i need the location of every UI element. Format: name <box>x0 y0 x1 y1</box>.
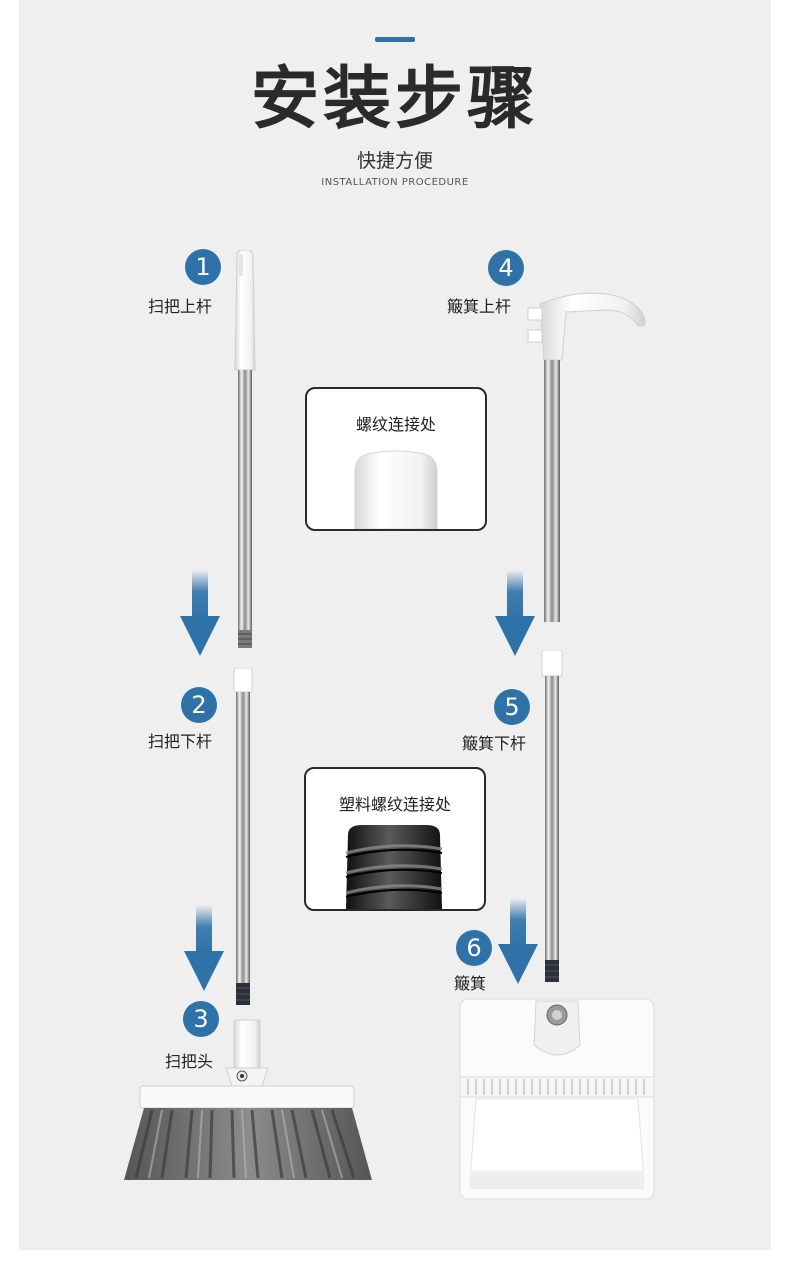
page-title: 安装步骤 <box>250 60 539 139</box>
down-arrow-6-icon <box>498 898 538 984</box>
step-1-label: 扫把上杆 <box>148 297 213 316</box>
broom-upper-pole-image <box>234 250 256 648</box>
down-arrow-4-icon <box>495 570 535 656</box>
step-6-badge: 6 <box>456 930 492 966</box>
step-3-badge: 3 <box>183 1001 219 1037</box>
dustpan-lower-pole-image <box>541 650 563 982</box>
step-2-label: 扫把下杆 <box>148 732 213 751</box>
step-5-badge: 5 <box>494 689 530 725</box>
down-arrow-2-icon <box>184 905 224 991</box>
step-5-label: 簸箕下杆 <box>462 734 527 753</box>
step-2-badge: 2 <box>181 687 217 723</box>
screw-joint-detail-box: 螺纹连接处 <box>305 387 487 531</box>
plastic-screw-joint-label: 塑料螺纹连接处 <box>338 795 451 814</box>
header-accent-bar <box>375 37 415 42</box>
broom-lower-pole-image <box>233 668 253 1005</box>
broom-head-image <box>124 1019 372 1180</box>
white-screw-joint-image <box>354 450 438 529</box>
dustpan-image <box>459 998 655 1200</box>
screw-joint-label: 螺纹连接处 <box>355 415 436 434</box>
dustpan-upper-pole-image <box>527 292 646 622</box>
step-4-label: 簸箕上杆 <box>447 297 512 316</box>
step-3-label: 扫把头 <box>165 1052 214 1071</box>
page-subtitle: 快捷方便 <box>356 150 433 172</box>
step-1-badge: 1 <box>185 249 221 285</box>
step-4-badge: 4 <box>488 250 524 286</box>
step-6-label: 簸箕 <box>454 974 487 993</box>
black-thread-joint-image <box>345 825 443 909</box>
plastic-screw-joint-detail-box: 塑料螺纹连接处 <box>304 767 486 911</box>
page-subtitle-english: INSTALLATION PROCEDURE <box>321 177 469 188</box>
down-arrow-1-icon <box>180 570 220 656</box>
